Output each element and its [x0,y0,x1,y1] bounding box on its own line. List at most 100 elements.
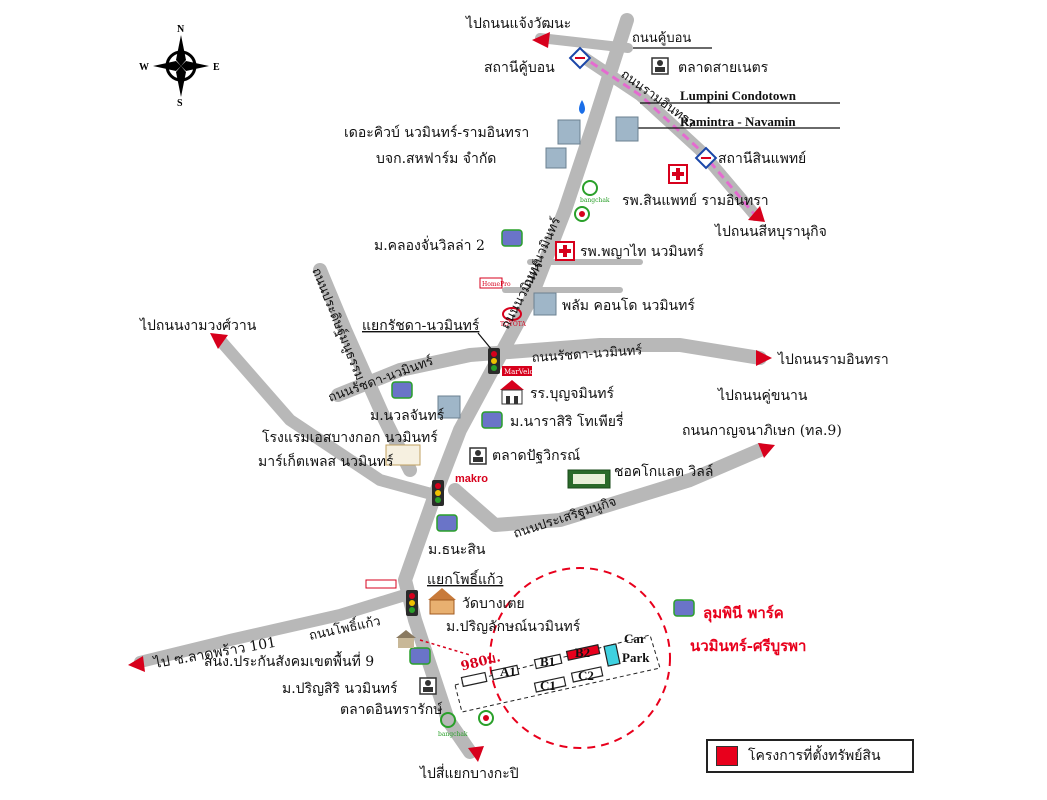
label-lumpini-1: Lumpini Condotown [680,88,797,103]
makro-logo: makro [455,473,488,485]
dir-chaengwattana: ไปถนนแจ้งวัฒนะ [465,15,571,32]
bts-station-icon [568,46,592,70]
bts-pink-line [579,53,757,216]
bangchak-1-label: bangchak [580,197,610,204]
label-sai-nethan-market: ตลาดสายเนตร [678,60,769,76]
label-sb-hotel: โรงแรมเอสบางกอก นวมินทร์ [262,429,438,446]
junction-phosikaeo: แยกโพธิ์แก้ว [427,569,503,588]
legend: โครงการที่ตั้งทรัพย์สิน [706,739,914,773]
block-c2: C2 [578,668,594,683]
label-lumpini-2: Ramintra - Navamin [680,114,796,129]
legend-label: โครงการที่ตั้งทรัพย์สิน [748,748,881,764]
traffic-light-icon [432,480,444,506]
label-narasiri: ม.นาราสิริ โทเพียรี่ [510,412,624,430]
project-name-2: นวมินทร์-ศรีบูรพา [690,637,806,656]
dir-ramintra: ไปถนนรามอินทรา [777,351,889,368]
dir-bangkapi: ไปสี่แยกบางกะปิ [419,764,519,782]
car-park-label-2: Park [622,650,650,665]
traffic-light-icon [488,348,500,374]
label-chocolate-ville: ชอคโกแลต วิลล์ [614,463,713,480]
leader-lines [437,47,840,601]
homepro-icon: HomePro [479,277,511,289]
road-ramintra [574,49,761,221]
market-icon [651,57,669,75]
hospital-icon [555,241,575,261]
label-intharak-market: ตลาดอินทรารักษ์ [340,701,443,718]
road-ngamwongwan [214,334,441,501]
dir-kukhanan: ไปถนนคู่ขนาน [717,387,808,404]
road-label-ratchada-east: ถนนรัชดา-นวมินทร์ [531,342,643,366]
road-kubon [535,33,633,53]
project-name-1: ลุมพินี พาร์ค [703,604,784,623]
road-ratchada-nawamin [331,338,767,402]
dir-kanchanaphisek: ถนนกาญจนาภิเษก (ทล.9) [682,423,842,439]
project-radius-circle [489,567,671,749]
label-nawalchan: ม.นวลจันทร์ [370,407,445,424]
block-b2: B2 [575,645,590,660]
label-prinsiri: ม.ปริญสิริ นวมินทร์ [282,680,398,697]
temple-icon [428,588,456,615]
arrow-to-ladprao101 [128,656,145,672]
toyota-icon: TOYOTA [500,307,526,328]
bangchak-icon: bangchak [438,712,468,738]
hospital-icon [668,164,688,184]
car-park-label-1: Car [624,631,646,646]
junction-ratchada-nawamin: แยกรัชดา-นวมินทร์ [362,317,480,334]
office-icon [396,630,416,648]
road-label-kubon: ถนนคู้บอน [632,31,691,46]
road-label-pradit-manutham: ถนนประดิษฐ์มนูธรรม [308,266,368,383]
label-khlong-chan-villa: ม.คลองจั่นวิลล่า 2 [374,236,485,254]
arrow-to-ngamwongwan [210,333,228,349]
arrow-to-ramintra [756,350,772,366]
homepro-label: HomePro [482,281,511,288]
road-phosikaeo [134,589,411,668]
place-labels: สถานีคู้บอน ตลาดสายเนตร Lumpini Condotow… [204,60,806,718]
label-plum-condo: พลัม คอนโด นวมินทร์ [562,297,695,314]
sign-icon [365,579,397,589]
legend-swatch-project [716,746,738,766]
bts-station-icon [694,146,718,170]
icons: bangchak bangchak HomePro TOYOTA MarVelo… [365,46,718,738]
bangchak-icon: bangchak [580,180,610,204]
marvelo-label: MarVelo [504,368,534,376]
label-bunyamin-school: รร.บุญจมินทร์ [530,385,615,402]
site-outline [454,634,661,713]
label-the-cube: เดอะคิวบ์ นวมินทร์-รามอินทรา [344,124,529,141]
ptt-icon [574,206,590,222]
hotel-icon [385,444,421,466]
label-wat-bangkhen: วัดบางเตย [462,596,525,612]
compass-rose: N S W E [139,24,220,109]
bangchak-2-label: bangchak [438,731,468,738]
compass-n: N [177,24,185,35]
arrow-to-bangkapi [468,746,484,762]
compass-w: W [139,62,149,73]
arrow-to-kukhanan [758,443,775,458]
label-thanasin: ม.ธนะสิน [428,542,486,558]
label-market-place: มาร์เก็ตเพลส นวมินทร์ [258,452,394,470]
traffic-light-icon [406,590,418,616]
ptt-icon [478,710,494,726]
label-pruklada: ม.ปริญลักษณ์นวมินทร์ [446,618,581,635]
access-route [419,639,471,656]
project-area: B1 B2 A1 C1 C2 Car Park 980ม. ลุมพินี พา… [419,567,806,749]
chocolate-ville-icon [567,469,611,489]
label-saha-farm: บจก.สหฟาร์ม จำกัด [376,150,496,167]
building-icon [437,116,639,419]
school-icon [500,380,524,405]
market-icon [419,677,437,695]
road-prasert-manukit [448,443,767,532]
label-pattarakorn-market: ตลาดปัฐวิกรณ์ [492,447,580,464]
block-a1: A1 [500,664,516,679]
label-kubon-station: สถานีคู้บอน [484,60,555,76]
village-icon [391,229,695,665]
marvelo-icon: MarVelo [502,366,534,376]
toyota-label: TOYOTA [500,321,526,328]
block-b1: B1 [540,654,555,669]
direction-arrows [128,32,775,762]
dir-ngamwongwan: ไปถนนงามวงศ์วาน [139,317,257,334]
label-synphaet-hospital: รพ.สินแพทย์ รามอินทรา [622,192,769,209]
arrow-to-chaengwattana [532,32,550,48]
compass-e: E [213,62,220,73]
label-social-security: สนง.ประกันสังคมเขตพื้นที่ 9 [204,651,374,670]
